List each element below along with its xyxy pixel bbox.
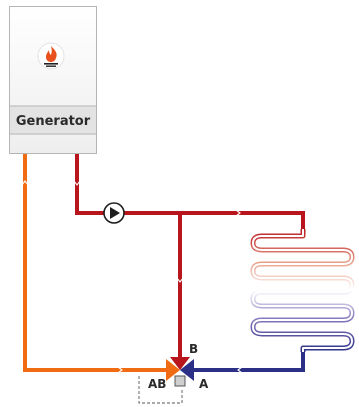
valve-port-b-arrow xyxy=(170,357,190,370)
flow-arrow-mixed-right xyxy=(117,366,123,374)
flow-arrow-supply-right xyxy=(235,209,241,217)
flame-icon xyxy=(37,42,65,70)
mixing-valve[interactable] xyxy=(138,357,194,404)
valve-port-b-label: B xyxy=(189,342,198,356)
valve-port-ab-arrow xyxy=(166,359,180,381)
valve-port-a-arrow xyxy=(180,359,194,381)
generator-label: Generator xyxy=(16,114,91,129)
mixed-supply-pipe xyxy=(23,154,168,372)
return-pipe xyxy=(192,350,305,372)
flow-arrow-return-left xyxy=(237,366,243,374)
generator-label-band xyxy=(9,105,97,135)
valve-control-line xyxy=(138,376,183,404)
pump-icon[interactable] xyxy=(103,202,125,224)
generator-unit: Generator xyxy=(9,6,97,154)
flow-arrow-bypass-down xyxy=(176,277,184,283)
radiant-coil-icon xyxy=(250,229,355,352)
valve-actuator xyxy=(174,375,186,387)
boiler-supply-pipe xyxy=(75,154,305,230)
flow-arrow-mixed-up xyxy=(21,180,29,186)
flow-arrow-supply-down xyxy=(73,180,81,186)
valve-port-ab-label: AB xyxy=(148,377,166,391)
valve-port-a-label: A xyxy=(199,377,209,391)
